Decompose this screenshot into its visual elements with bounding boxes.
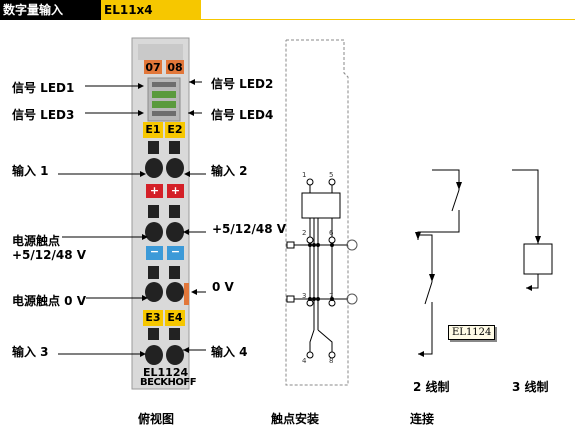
contact-install-wiring <box>286 182 358 352</box>
label-power-contact: 电源触点 <box>12 234 61 248</box>
pin-5: 5 <box>329 171 334 179</box>
plus-right <box>167 184 184 198</box>
module-brand: BECKHOFF <box>140 377 197 388</box>
label-power-voltage: +5/12/48 V <box>12 248 87 262</box>
minus-left <box>146 246 163 260</box>
pointer-arrows <box>138 79 197 357</box>
contact-zero-left <box>145 282 163 302</box>
label-e3 <box>143 310 163 326</box>
label-e2-text: E2 <box>167 123 183 136</box>
pin-2: 2 <box>302 229 307 237</box>
caption-three-wire: 3 线制 <box>512 380 549 394</box>
pins <box>306 178 336 359</box>
badge-07 <box>144 60 162 74</box>
minus-left-text: − <box>149 245 160 258</box>
led-1-2 <box>152 91 176 98</box>
pin-6: 6 <box>329 229 334 237</box>
minus-right-text: − <box>170 245 181 258</box>
caption-connection: 连接 <box>410 412 435 426</box>
label-e1-text: E1 <box>145 123 161 136</box>
pointer-lines <box>58 81 206 355</box>
caption-contact-install: 触点安装 <box>271 412 320 426</box>
two-wire-arrows <box>415 182 462 357</box>
header-divider <box>201 19 575 20</box>
contact-install-outline <box>285 39 349 386</box>
badge-07-text: 07 <box>145 61 161 74</box>
contact-input-4 <box>166 345 184 365</box>
contact-zero-right <box>166 282 184 302</box>
label-power-right: +5/12/48 V <box>212 222 287 236</box>
contact-input-1 <box>145 158 163 178</box>
label-e4 <box>165 310 185 326</box>
label-led2: 信号 LED2 <box>211 77 274 91</box>
label-led1: 信号 LED1 <box>12 81 75 95</box>
plus-right-text: + <box>170 184 181 197</box>
contact-input-2 <box>166 158 184 178</box>
contact-power-right <box>166 222 184 242</box>
label-e2 <box>165 122 185 138</box>
plus-left-text: + <box>149 184 160 197</box>
label-input3: 输入 3 <box>12 345 49 359</box>
caption-two-wire: 2 线制 <box>413 380 450 394</box>
label-led3: 信号 LED3 <box>12 108 75 122</box>
label-input2: 输入 2 <box>211 164 248 178</box>
label-input4: 输入 4 <box>211 345 248 359</box>
contact-power-left <box>145 222 163 242</box>
header-model: EL11x4 <box>101 0 201 20</box>
label-e4-text: E4 <box>167 311 183 324</box>
label-zero-left: 电源触点 0 V <box>12 294 86 308</box>
el1124-tag: EL1124 <box>448 325 496 340</box>
power-contact-strip <box>184 283 189 305</box>
pin-8: 8 <box>329 357 334 365</box>
pin-1: 1 <box>302 171 307 179</box>
minus-right <box>167 246 184 260</box>
contact-input-3 <box>145 345 163 365</box>
label-e1 <box>143 122 163 138</box>
label-input1: 输入 1 <box>12 164 49 178</box>
junction-dots <box>308 243 334 301</box>
badge-08 <box>166 60 184 74</box>
led-3-4 <box>152 101 176 108</box>
caption-top-view: 俯视图 <box>138 412 175 426</box>
label-led4: 信号 LED4 <box>211 108 274 122</box>
module-name: EL1124 <box>143 366 189 379</box>
header-category: 数字量输入 <box>0 0 101 20</box>
pin-3: 3 <box>302 292 307 300</box>
label-e3-text: E3 <box>145 311 161 324</box>
badge-08-text: 08 <box>167 61 183 74</box>
pin-7: 7 <box>329 292 334 300</box>
three-wire-arrows <box>526 236 541 291</box>
label-zero-right: 0 V <box>212 280 234 294</box>
plus-left <box>146 184 163 198</box>
pin-4: 4 <box>302 357 307 365</box>
three-wire-diagram <box>512 169 553 289</box>
terminal-module <box>131 37 190 390</box>
